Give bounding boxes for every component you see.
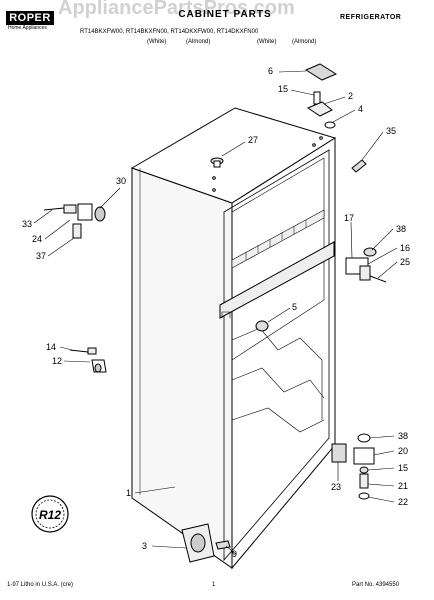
callout-37: 37	[36, 251, 46, 261]
callout-27: 27	[248, 135, 258, 145]
callout-1: 1	[126, 488, 131, 498]
bottom-hinge	[181, 523, 231, 563]
footer-part-number: Part No. 4394550	[352, 582, 400, 588]
callout-25: 25	[400, 257, 410, 267]
left-door-stop-parts	[69, 347, 107, 373]
r12-badge-label: R12	[39, 508, 61, 522]
callout-15-top: 15	[278, 84, 288, 94]
callout-17: 17	[344, 213, 354, 223]
callout-20: 20	[398, 446, 408, 456]
r12-badge	[31, 495, 69, 533]
callout-24: 24	[32, 234, 42, 244]
callout-12: 12	[52, 356, 62, 366]
model-color-3: (White)	[257, 39, 277, 45]
watermark-text: AppliancePartsPros.com	[58, 0, 295, 19]
left-hinge-assembly	[43, 203, 106, 239]
callout-3: 3	[142, 541, 147, 551]
callout-9: 9	[232, 549, 237, 559]
callout-38-upper: 38	[396, 224, 406, 234]
callout-6: 6	[268, 66, 273, 76]
model-color-2: (Almond)	[186, 39, 211, 45]
callout-33: 33	[22, 219, 32, 229]
model-numbers: RT14BKXFW00, RT14BKXFN00, RT14DKXFW00, R…	[80, 29, 259, 35]
appliance-type: REFRIGERATOR	[340, 14, 402, 21]
callout-38-lower: 38	[398, 431, 408, 441]
brand-logo: ROPER	[6, 11, 54, 25]
callout-21: 21	[398, 481, 408, 491]
page-title: CABINET PARTS	[178, 9, 272, 20]
callout-5: 5	[292, 302, 297, 312]
footer-litho: 1-97 Litho in U.S.A. (cre)	[7, 582, 74, 588]
brand-subtitle: Home Appliances	[8, 25, 47, 31]
callout-2: 2	[348, 91, 353, 101]
bottom-right-hinge-parts	[331, 433, 375, 500]
model-color-4: (Almond)	[292, 39, 317, 45]
callout-23: 23	[331, 482, 341, 492]
right-hinge-assembly	[345, 247, 387, 283]
model-color-1: (White)	[147, 39, 167, 45]
callout-14: 14	[46, 342, 56, 352]
footer-page-number: 1	[212, 582, 216, 588]
callout-22: 22	[398, 497, 408, 507]
callout-16: 16	[400, 243, 410, 253]
cabinet-body	[130, 107, 337, 570]
callout-4: 4	[358, 104, 363, 114]
callout-30: 30	[116, 176, 126, 186]
callout-15-bottom: 15	[398, 463, 408, 473]
callout-35: 35	[386, 126, 396, 136]
